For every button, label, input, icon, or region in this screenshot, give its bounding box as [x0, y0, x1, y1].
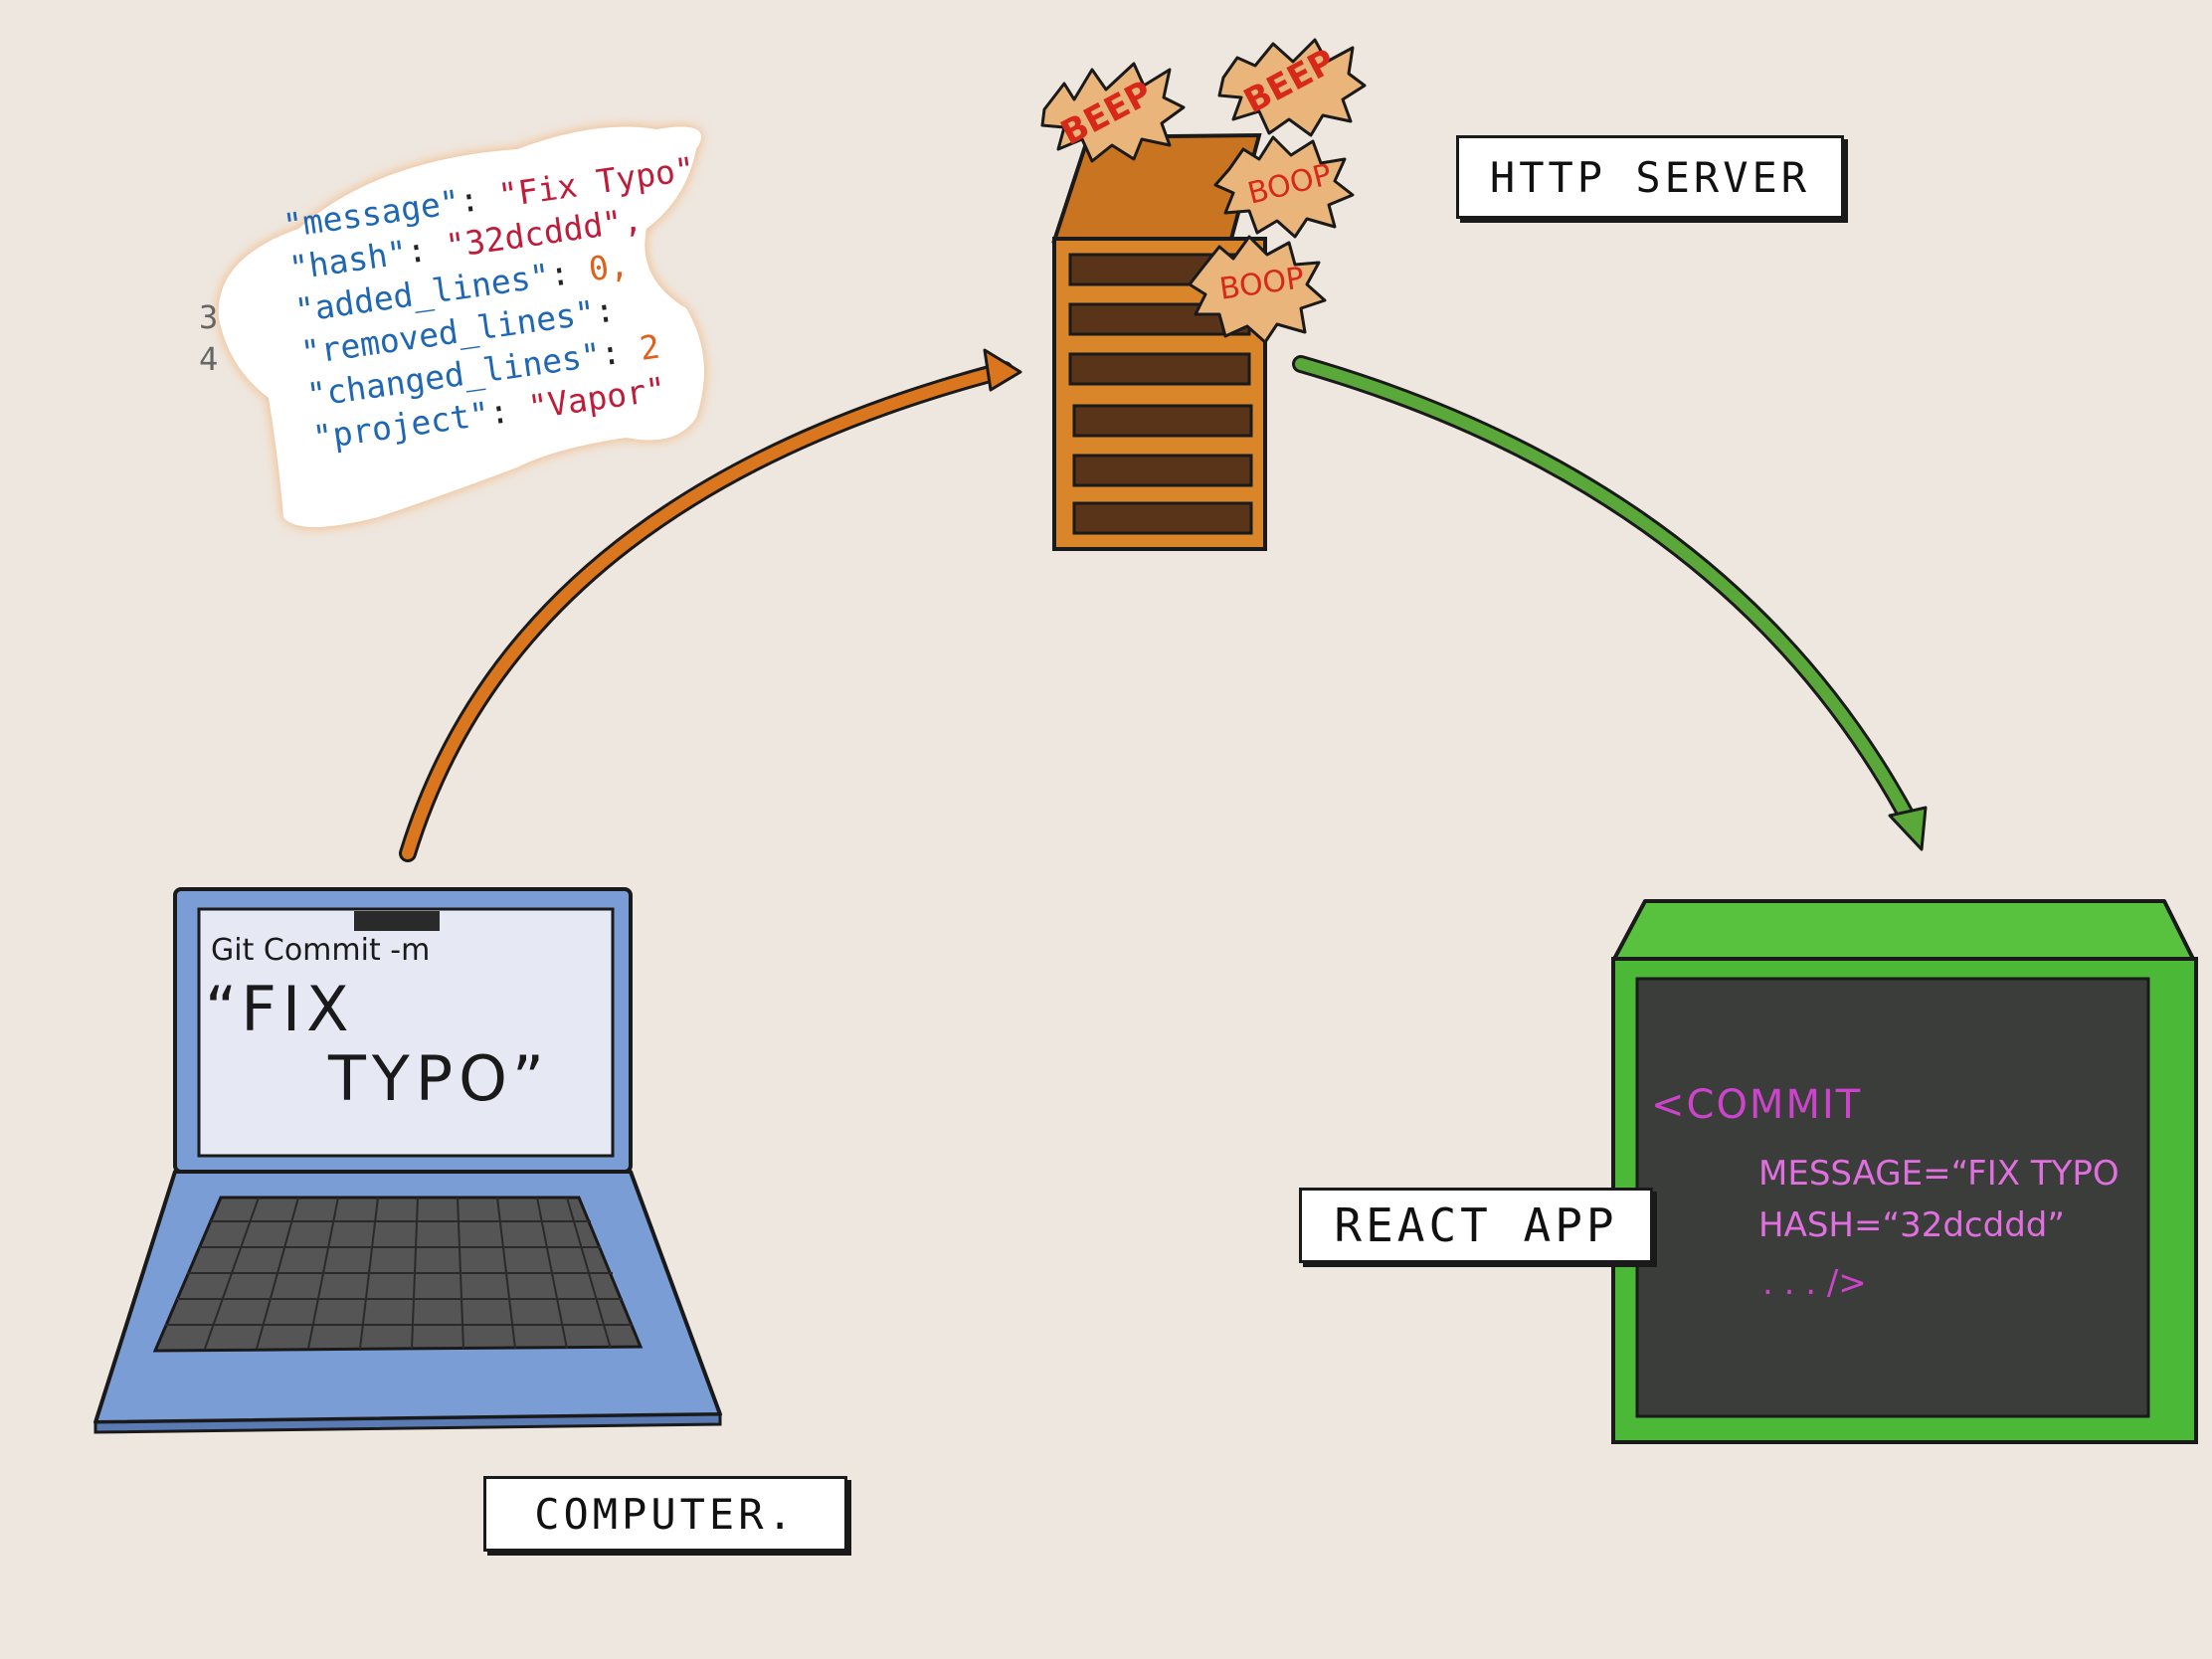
laptop-command-fix: “FIX	[205, 973, 355, 1045]
sound-burst-beep-2	[1217, 38, 1367, 137]
laptop-command-typo: TYPO”	[328, 1042, 550, 1115]
laptop-command-line: Git Commit -m	[211, 933, 431, 968]
json-snippet-blob	[218, 126, 704, 527]
server-drive-bays	[1068, 253, 1253, 535]
laptop-illustration	[93, 887, 722, 1434]
label-http-server: HTTP SERVER	[1456, 135, 1844, 219]
react-hash-prop: HASH=“32dcddd”	[1758, 1205, 2065, 1245]
json-line-numbers: 3 4	[199, 296, 218, 380]
react-message-prop: MESSAGE=“FIX TYPO	[1758, 1154, 2120, 1194]
label-computer: COMPUTER.	[483, 1476, 847, 1552]
arrow-server-to-react	[1292, 355, 1928, 851]
sound-burst-beep-1	[1040, 62, 1186, 163]
sound-burst-boop-2	[1188, 235, 1327, 344]
arrow-computer-to-server	[399, 348, 1022, 862]
webcam-notch	[354, 911, 440, 931]
react-ellipsis: . . . />	[1762, 1263, 1867, 1303]
line-number: 4	[199, 340, 219, 378]
monitor-illustration	[1611, 899, 2198, 1444]
label-react-app: REACT APP	[1299, 1188, 1653, 1263]
react-commit-tag: <COMMIT	[1651, 1082, 1863, 1128]
sound-burst-boop-1	[1213, 135, 1355, 239]
line-number: 3	[199, 298, 219, 336]
